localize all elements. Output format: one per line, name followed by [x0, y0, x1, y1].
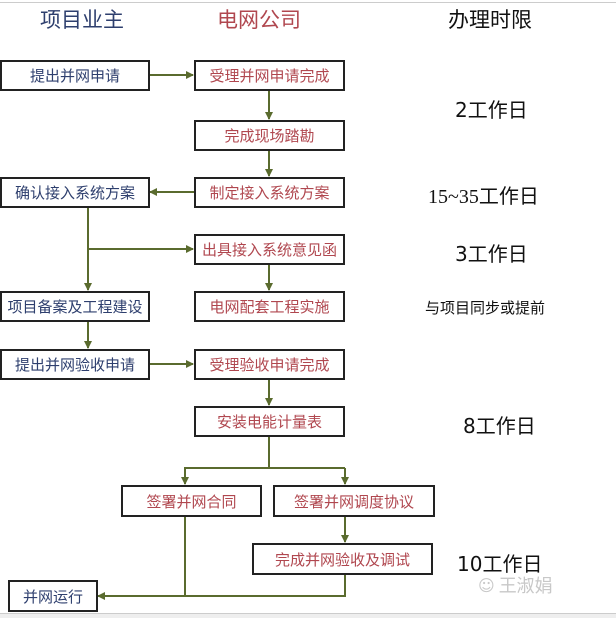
step-apply-grid-connection: 提出并网申请 [0, 60, 150, 91]
step-issue-opinion-letter: 出具接入系统意见函 [194, 234, 345, 265]
step-site-survey: 完成现场踏勘 [194, 120, 345, 151]
time-limit-sync: 与项目同步或提前 [425, 299, 546, 317]
watermark-text: 王淑娟 [498, 576, 553, 597]
step-grid-supporting-works: 电网配套工程实施 [194, 291, 345, 322]
header-grid-company: 电网公司 [217, 8, 301, 32]
step-apply-acceptance: 提出并网验收申请 [0, 349, 150, 380]
header-owner: 项目业主 [40, 8, 124, 32]
step-accept-application: 受理并网申请完成 [194, 60, 345, 91]
time-limit-15-35-days: 15~35工作日 [428, 186, 539, 208]
step-project-filing: 项目备案及工程建设 [0, 291, 150, 322]
step-accept-acceptance-application: 受理验收申请完成 [194, 349, 345, 380]
watermark: ☺ 王淑娟 [478, 572, 553, 598]
step-install-meter: 安装电能计量表 [194, 406, 345, 437]
arrow-to-operation [97, 575, 346, 600]
time-limit-10-days: 10工作日 [457, 552, 543, 576]
step-make-access-plan: 制定接入系统方案 [194, 177, 345, 208]
header-time-limit: 办理时限 [448, 8, 532, 32]
time-limit-2-days: 2工作日 [455, 98, 528, 122]
time-limit-8-days: 8工作日 [463, 414, 536, 438]
time-limit-3-days: 3工作日 [455, 242, 528, 266]
step-grid-operation: 并网运行 [8, 580, 98, 612]
step-confirm-access-plan: 确认接入系统方案 [0, 177, 150, 208]
step-sign-contract: 签署并网合同 [121, 485, 262, 517]
arrow-to-contract [181, 467, 345, 485]
bottom-border [0, 613, 616, 618]
step-sign-dispatch-agreement: 签署并网调度协议 [273, 485, 435, 517]
step-acceptance-and-debug: 完成并网验收及调试 [252, 543, 433, 575]
top-border [0, 2, 616, 3]
wechat-icon: ☺ [478, 575, 495, 595]
